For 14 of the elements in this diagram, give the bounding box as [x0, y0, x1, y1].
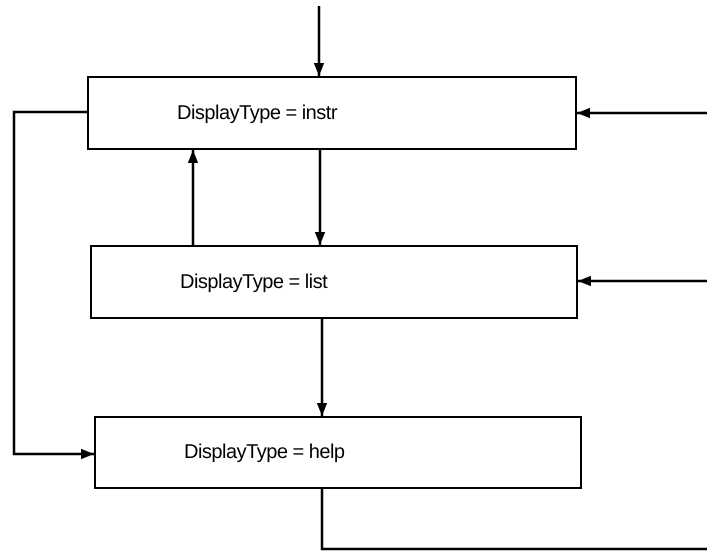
- arrow: [314, 150, 326, 245]
- arrow: [12, 110, 94, 460]
- arrow: [316, 319, 328, 416]
- arrow: [578, 276, 707, 286]
- process-box: [87, 76, 577, 150]
- arrow: [314, 6, 324, 76]
- box-label: DisplayType = help: [184, 441, 345, 464]
- process-box: [94, 416, 582, 489]
- arrow: [577, 108, 707, 118]
- process-box: [90, 245, 578, 319]
- box-label: DisplayType = list: [180, 270, 328, 294]
- box-label: DisplayType = instr: [177, 102, 338, 124]
- arrow: [188, 150, 198, 245]
- connector-line: [320, 489, 707, 550]
